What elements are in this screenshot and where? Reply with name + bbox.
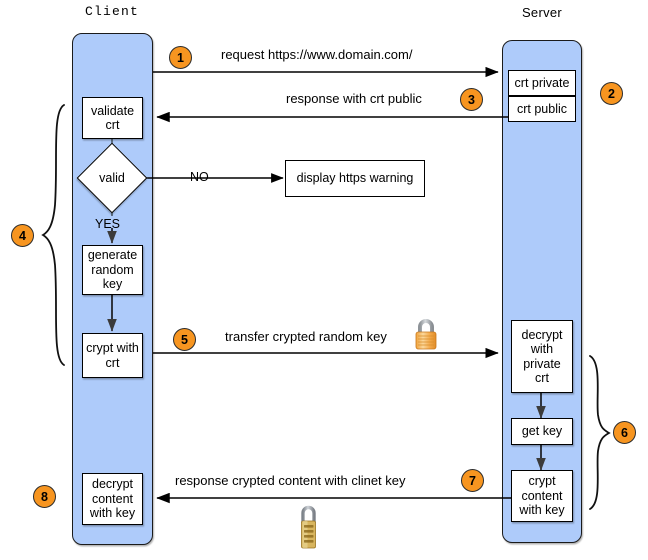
- node-crypt-with-crt: crypt with crt: [82, 333, 143, 378]
- message-label-request: request https://www.domain.com/: [221, 47, 413, 62]
- badge-8: 8: [33, 485, 56, 508]
- node-validate-crt: validate crt: [82, 97, 143, 139]
- node-generate-random-key: generate random key: [82, 245, 143, 295]
- node-crypt-content-with-key: crypt content with key: [511, 470, 573, 522]
- node-display-https-warning: display https warning: [285, 160, 425, 197]
- message-label-response-content: response crypted content with clinet key: [175, 473, 406, 488]
- message-label-transfer-key: transfer crypted random key: [225, 329, 387, 344]
- branch-label-no: NO: [190, 170, 209, 184]
- node-valid-decision: valid: [76, 142, 148, 214]
- client-lane-title: Client: [84, 4, 139, 19]
- diamond-label: valid: [99, 171, 125, 185]
- badge-3: 3: [460, 88, 483, 111]
- badge-6: 6: [613, 421, 636, 444]
- padlock-icon: [411, 317, 441, 351]
- message-label-response-crt-public: response with crt public: [286, 91, 422, 106]
- branch-label-yes: YES: [95, 217, 121, 231]
- combination-padlock-icon: [295, 502, 322, 552]
- badge-5: 5: [173, 328, 196, 351]
- node-decrypt-content-with-key: decrypt content with key: [82, 473, 143, 525]
- server-lane-title: Server: [521, 5, 563, 20]
- badge-4: 4: [11, 224, 34, 247]
- badge-1: 1: [169, 46, 192, 69]
- node-crt-public: crt public: [508, 96, 576, 122]
- badge-2: 2: [600, 82, 623, 105]
- node-decrypt-with-private-crt: decrypt with private crt: [511, 320, 573, 393]
- node-get-key: get key: [511, 418, 573, 445]
- badge-7: 7: [461, 469, 484, 492]
- node-crt-private: crt private: [508, 70, 576, 96]
